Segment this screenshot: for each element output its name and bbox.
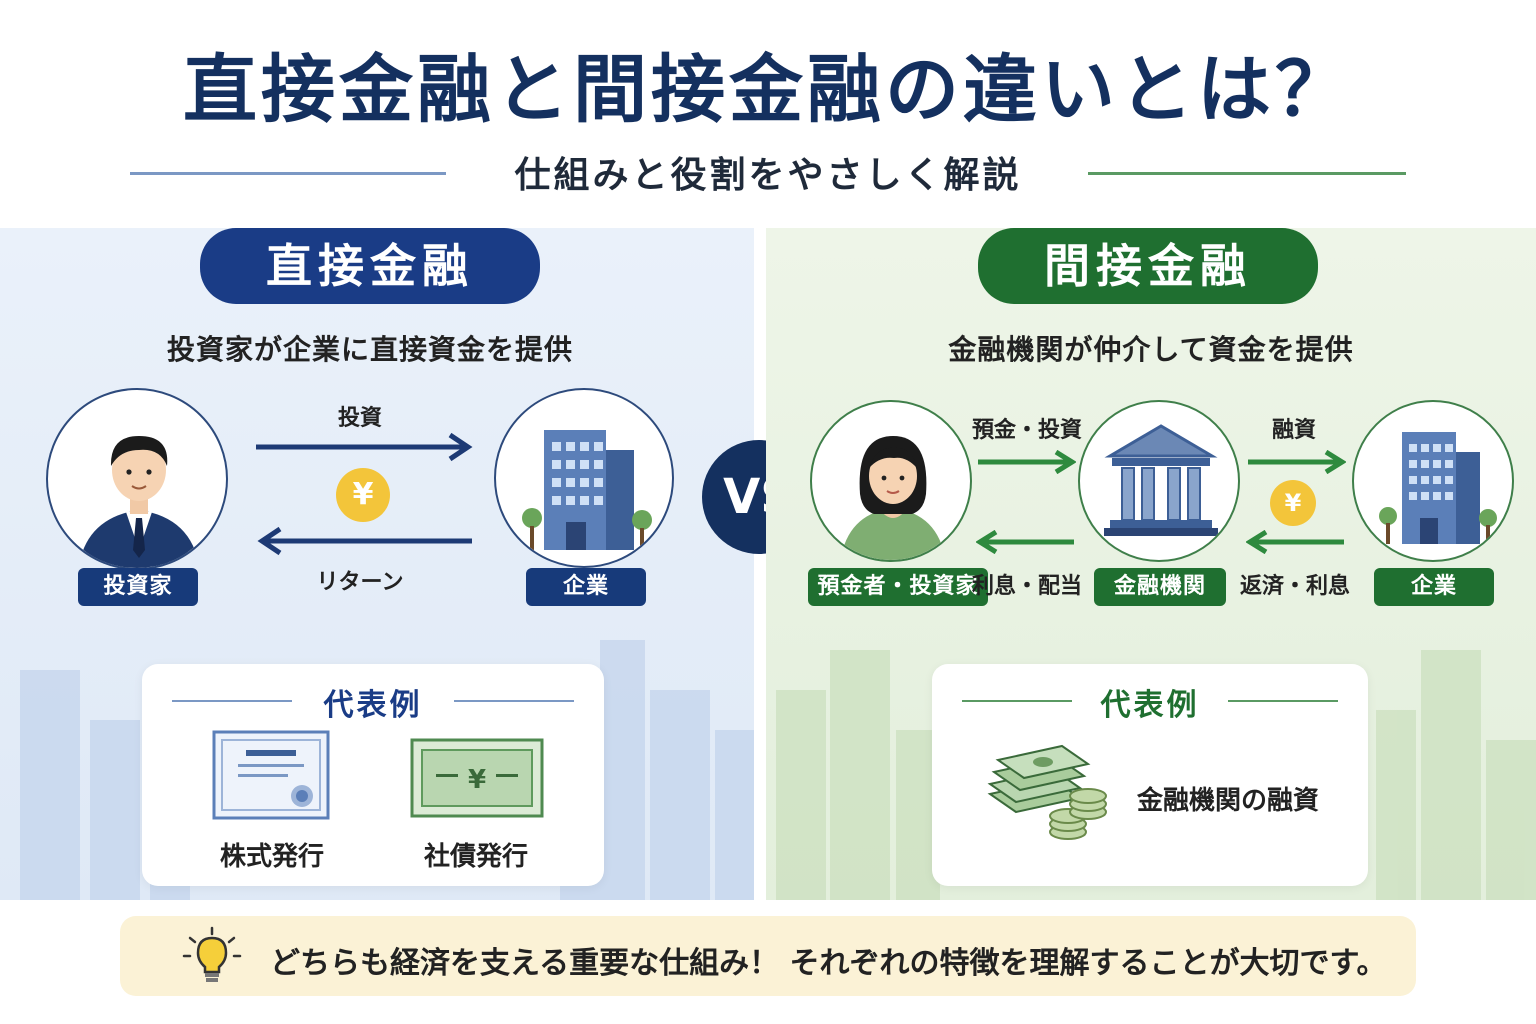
arrow-right-icon: [256, 432, 473, 462]
subtitle-divider-right: [1088, 172, 1406, 175]
indirect-finance-panel: 間接金融 金融機関が仲介して資金を提供 預金者・投資家 金融機関: [766, 228, 1536, 900]
direct-finance-panel: 直接金融 投資家が企業に直接資金を提供 投資家: [0, 228, 754, 900]
indirect-examples-card: 代表例 金融機関の融資: [932, 664, 1368, 886]
direct-finance-heading: 直接金融: [200, 228, 540, 304]
subtitle-row: 仕組みと役割をやさしく解説: [0, 146, 1536, 202]
subtitle-divider-left: [130, 172, 446, 175]
city-skyline-green: [776, 650, 1536, 900]
stock-certificate-icon: [212, 730, 330, 820]
examples-title-right: 代表例: [1100, 688, 1200, 723]
card-divider-right: [454, 700, 574, 702]
page-title: 直接金融と間接金融の違いとは？: [183, 47, 1353, 133]
cash-stack-icon: [987, 744, 1107, 840]
company-building-avatar-right: [1352, 400, 1514, 562]
arrow-left-icon: [257, 526, 472, 556]
indirect-finance-heading: 間接金融: [978, 228, 1318, 304]
bank-label: 金融機関: [1094, 568, 1226, 606]
depositor-label: 預金者・投資家: [808, 568, 988, 606]
card-divider-left: [172, 700, 292, 702]
arrow-right-icon: [1248, 450, 1346, 474]
card-divider-right: [1228, 700, 1338, 702]
direct-examples-card: 代表例 株式発行 ¥ 社債発行: [142, 664, 604, 886]
arrow-left-icon: [1246, 530, 1344, 554]
flow-label-interest-dividend: 利息・配当: [971, 574, 1082, 599]
yen-coin-icon-right: ¥: [1270, 480, 1316, 526]
yen-coin-icon: ¥: [336, 468, 390, 522]
depositor-avatar: [810, 400, 972, 562]
page-subtitle: 仕組みと役割をやさしく解説: [514, 155, 1022, 196]
examples-title: 代表例: [323, 688, 423, 723]
flow-label-deposit-investment: 預金・投資: [971, 418, 1082, 443]
footer-note: どちらも経済を支える重要な仕組み！ それぞれの特徴を理解することが大切です。: [120, 916, 1416, 996]
arrow-right-icon: [978, 450, 1076, 474]
lightbulb-icon: [182, 926, 242, 982]
flow-label-loan: 融資: [1271, 418, 1316, 443]
svg-text:¥: ¥: [468, 765, 486, 795]
flow-label-investment: 投資: [337, 406, 382, 431]
card-divider-left: [962, 700, 1072, 702]
investor-avatar: [46, 388, 228, 570]
company-label: 企業: [526, 568, 646, 606]
example-bank-loan: 金融機関の融資: [1136, 786, 1319, 816]
indirect-finance-description: 金融機関が仲介して資金を提供: [948, 333, 1354, 366]
example-bond-issuance: 社債発行: [423, 842, 528, 872]
company-label-right: 企業: [1374, 568, 1494, 606]
bond-certificate-icon: ¥: [410, 738, 544, 818]
arrow-left-icon: [976, 530, 1074, 554]
flow-label-repayment-interest: 返済・利息: [1239, 574, 1350, 599]
bank-building-avatar: [1078, 400, 1240, 562]
company-building-avatar: [494, 388, 674, 568]
direct-finance-description: 投資家が企業に直接資金を提供: [166, 333, 573, 366]
example-stock-issuance: 株式発行: [219, 842, 324, 872]
investor-label: 投資家: [78, 568, 198, 606]
flow-label-return: リターン: [316, 570, 404, 595]
footer-message: どちらも経済を支える重要な仕組み！ それぞれの特徴を理解することが大切です。: [270, 946, 1387, 981]
